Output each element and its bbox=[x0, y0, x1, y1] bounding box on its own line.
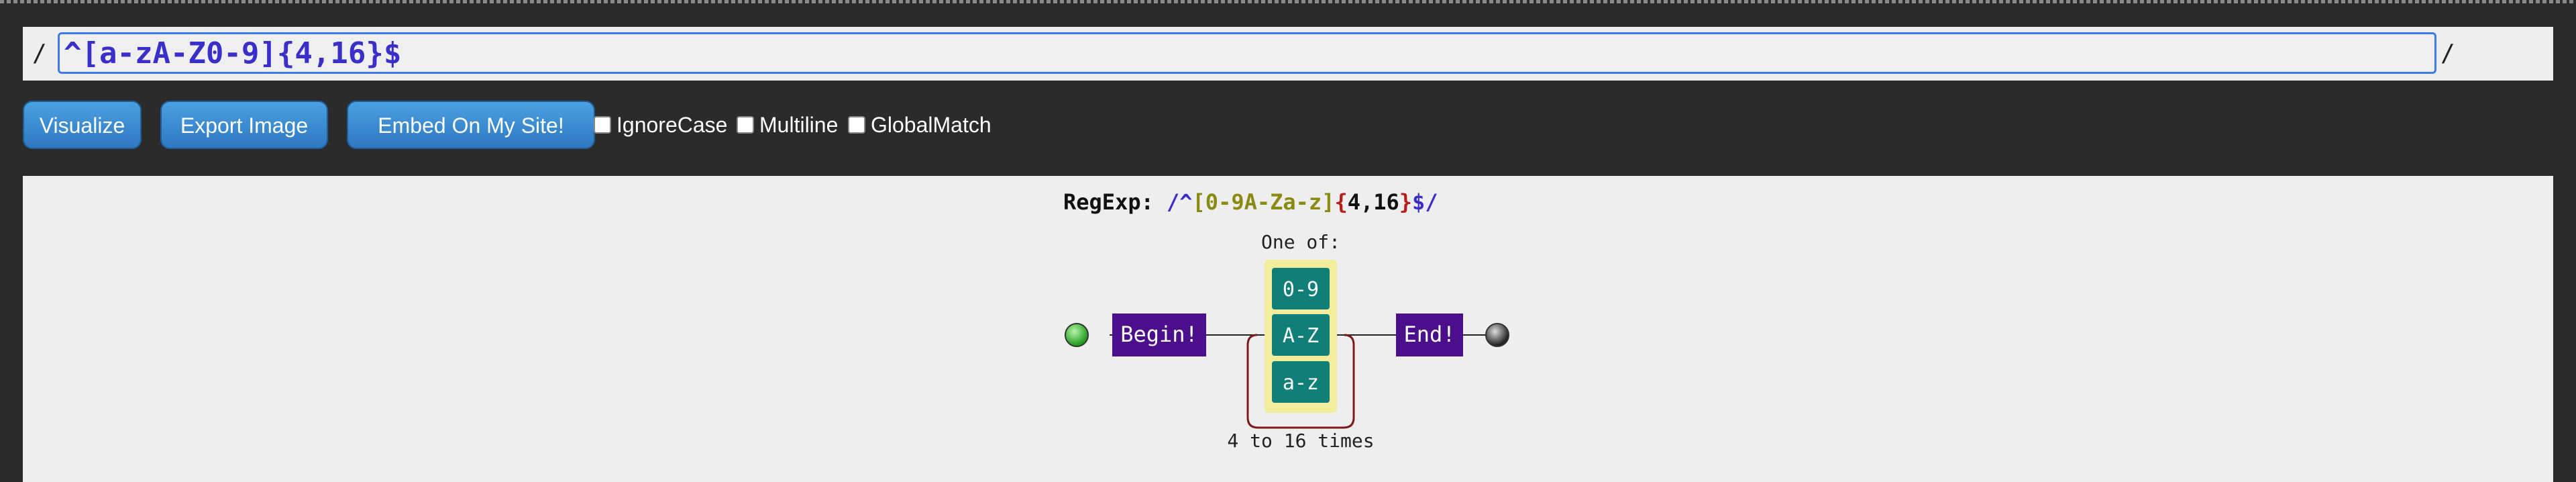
multiline-checkbox[interactable] bbox=[737, 116, 754, 134]
regexp-quant-open: { bbox=[1334, 189, 1347, 215]
ignorecase-label: IgnoreCase bbox=[616, 113, 728, 137]
visualize-button[interactable]: Visualize bbox=[23, 101, 142, 149]
range-a-z bbox=[1272, 361, 1330, 403]
right-delimiter: / bbox=[2440, 40, 2455, 67]
globalmatch-checkbox[interactable] bbox=[848, 116, 865, 134]
regexp-heading-label: RegExp: bbox=[1063, 189, 1154, 215]
regexp-quant-body: 4,16 bbox=[1348, 189, 1399, 215]
end-label: End! bbox=[1403, 322, 1455, 347]
begin-label: Begin! bbox=[1120, 322, 1198, 347]
diagram-panel: RegExp: /^[0-9A-Za-z]{4,16}$/ Begin! One… bbox=[23, 176, 2553, 482]
range-0-9 bbox=[1272, 268, 1330, 309]
repeat-loop bbox=[1246, 334, 1355, 429]
export-image-button[interactable]: Export Image bbox=[160, 101, 328, 149]
left-delimiter: / bbox=[32, 40, 47, 67]
regexp-end: $/ bbox=[1412, 189, 1438, 215]
regexp-expression: /^[0-9A-Za-z]{4,16}$/ bbox=[1167, 189, 1438, 215]
multiline-option[interactable]: Multiline bbox=[737, 101, 838, 149]
begin-assertion bbox=[1112, 314, 1206, 356]
railroad-diagram: RegExp: /^[0-9A-Za-z]{4,16}$/ Begin! One… bbox=[1063, 189, 1509, 452]
multiline-label: Multiline bbox=[759, 113, 839, 137]
one-of-label: One of: bbox=[1261, 231, 1340, 253]
ignorecase-option[interactable]: IgnoreCase bbox=[594, 101, 727, 149]
regexp-open: /^ bbox=[1167, 189, 1193, 215]
top-dashed-border bbox=[0, 0, 2576, 3]
ignorecase-checkbox[interactable] bbox=[594, 116, 611, 134]
embed-button[interactable]: Embed On My Site! bbox=[347, 101, 595, 149]
end-node bbox=[1485, 323, 1509, 347]
range-A-Z bbox=[1272, 314, 1330, 356]
start-node bbox=[1065, 323, 1089, 347]
range-A-Z-label: A-Z bbox=[1283, 324, 1319, 348]
range-0-9-label: 0-9 bbox=[1283, 278, 1319, 301]
regexp-class-open: [ bbox=[1193, 189, 1205, 215]
regex-input-bar: / / bbox=[23, 27, 2553, 81]
regexp-quant-close: } bbox=[1399, 189, 1412, 215]
regexp-class-body: 0-9A-Za-z bbox=[1205, 189, 1322, 215]
regex-input[interactable] bbox=[58, 32, 2436, 74]
range-a-z-label: a-z bbox=[1283, 371, 1319, 395]
end-assertion bbox=[1396, 314, 1463, 356]
globalmatch-option[interactable]: GlobalMatch bbox=[848, 101, 991, 149]
repeat-count-label: 4 to 16 times bbox=[1227, 430, 1374, 452]
regexp-class-close: ] bbox=[1322, 189, 1334, 215]
globalmatch-label: GlobalMatch bbox=[871, 113, 991, 137]
